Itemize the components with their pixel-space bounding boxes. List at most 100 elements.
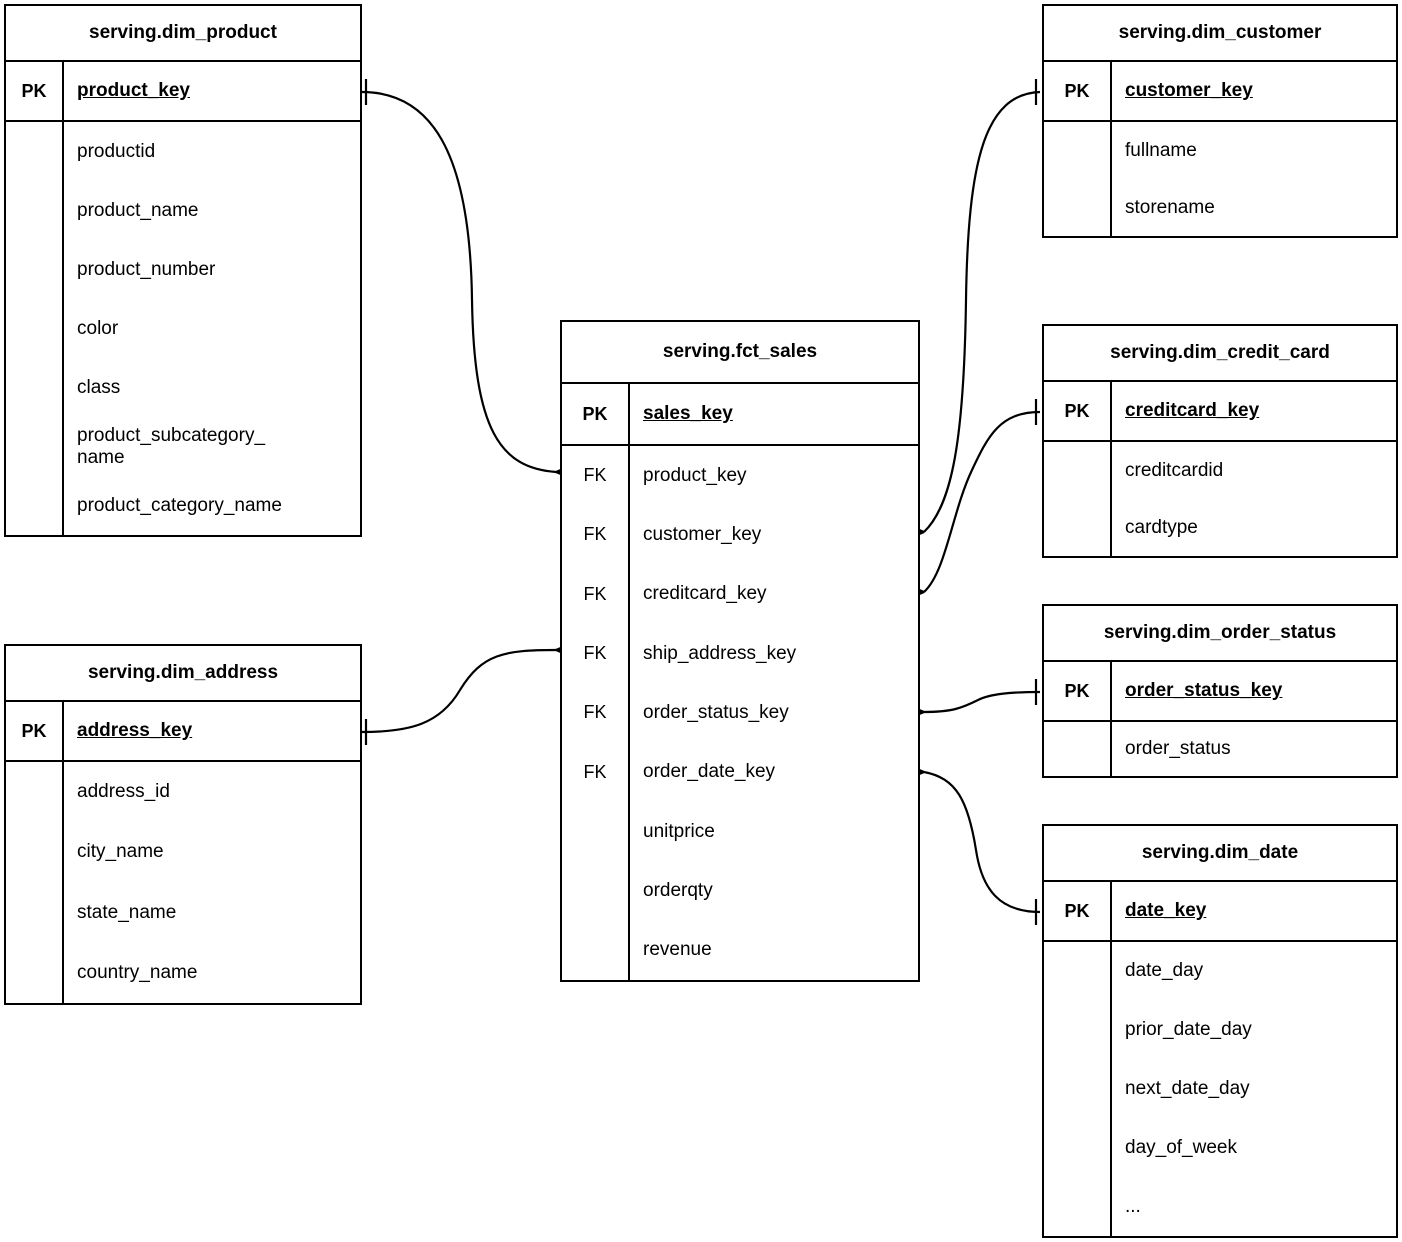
row-key-label — [562, 861, 628, 920]
column-divider — [628, 920, 630, 980]
row-field-name: order_status_key — [643, 702, 789, 724]
pk-row-group: PK order_status_key — [1044, 662, 1396, 720]
row-key-label: PK — [21, 720, 47, 741]
row-field-name: unitprice — [643, 820, 715, 842]
entity-row[interactable]: order_status — [1044, 722, 1396, 776]
row-key-label: PK — [582, 403, 608, 424]
row-field-name: cardtype — [1125, 516, 1198, 538]
row-field-name: address_id — [77, 781, 170, 803]
column-divider — [1110, 179, 1112, 236]
entity-row[interactable]: revenue — [562, 920, 918, 980]
entity-row[interactable]: product_subcategory_ name — [6, 417, 360, 476]
entity-row[interactable]: color — [6, 299, 360, 358]
column-divider — [62, 181, 64, 240]
entity-row[interactable]: city_name — [6, 822, 360, 883]
column-divider — [1110, 1118, 1112, 1178]
entity-row-pk[interactable]: PK date_key — [1044, 882, 1396, 940]
row-field-name: country_name — [77, 961, 198, 983]
row-key-label — [1044, 499, 1110, 556]
row-key-label — [6, 762, 62, 822]
entity-row[interactable]: cardtype — [1044, 499, 1396, 556]
entity-row[interactable]: product_number — [6, 240, 360, 299]
column-divider — [1110, 442, 1112, 499]
row-key-label — [6, 240, 62, 299]
entity-row[interactable]: address_id — [6, 762, 360, 823]
entity-row[interactable]: product_name — [6, 181, 360, 240]
entity-row[interactable]: productid — [6, 122, 360, 181]
row-key-label — [1044, 122, 1110, 179]
entity-row[interactable]: orderqty — [562, 861, 918, 921]
row-key-label — [1044, 1060, 1110, 1119]
row-key-label — [6, 122, 62, 181]
row-key-label: PK — [1064, 900, 1090, 921]
row-key-label — [6, 476, 62, 535]
entity-row[interactable]: product_category_name — [6, 476, 360, 535]
row-field-name: product_key — [77, 80, 190, 102]
column-divider — [1110, 722, 1112, 776]
row-field-name: date_key — [1125, 900, 1207, 922]
attribute-row-group: order_status — [1044, 720, 1396, 776]
entity-row[interactable]: prior_date_day — [1044, 1000, 1396, 1060]
relationship-line-rel-product — [361, 90, 557, 474]
column-divider — [62, 240, 64, 299]
entity-row-pk[interactable]: PK order_status_key — [1044, 662, 1396, 720]
entity-row[interactable]: next_date_day — [1044, 1059, 1396, 1119]
column-divider — [62, 882, 64, 943]
row-field-name: ... — [1125, 1195, 1141, 1217]
row-field-name: class — [77, 376, 121, 398]
row-key-label — [1044, 442, 1110, 499]
entity-row[interactable]: country_name — [6, 942, 360, 1003]
entity-row[interactable]: fullname — [1044, 122, 1396, 179]
relationship-line-rel-address — [361, 648, 557, 734]
column-divider — [1110, 882, 1112, 940]
row-key-label — [562, 802, 628, 861]
row-key-label: PK — [1064, 680, 1090, 701]
row-key-label — [1044, 1118, 1110, 1177]
row-field-name: city_name — [77, 841, 164, 863]
entity-row[interactable]: unitprice — [562, 801, 918, 862]
column-divider — [62, 476, 64, 535]
row-key-label: FK — [583, 524, 607, 545]
entity-row[interactable]: storename — [1044, 179, 1396, 236]
entity-title: serving.dim_customer — [1044, 6, 1396, 62]
column-divider — [628, 742, 630, 802]
column-divider — [628, 446, 630, 506]
column-divider — [62, 822, 64, 883]
entity-row[interactable]: date_day — [1044, 942, 1396, 1001]
column-divider — [1110, 122, 1112, 179]
row-field-name: order_status_key — [1125, 680, 1283, 702]
column-divider — [62, 358, 64, 417]
row-field-name: productid — [77, 140, 156, 162]
row-key-label — [6, 417, 62, 476]
row-field-name: orderqty — [643, 880, 713, 902]
row-field-name: product_subcategory_ name — [77, 424, 266, 468]
column-divider — [1110, 499, 1112, 556]
entity-row[interactable]: class — [6, 358, 360, 417]
entity-row[interactable]: ... — [1044, 1177, 1396, 1236]
entity-title: serving.fct_sales — [562, 322, 918, 384]
entity-row[interactable]: creditcardid — [1044, 442, 1396, 499]
entity-row[interactable]: day_of_week — [1044, 1118, 1396, 1178]
entity-row[interactable]: state_name — [6, 882, 360, 943]
